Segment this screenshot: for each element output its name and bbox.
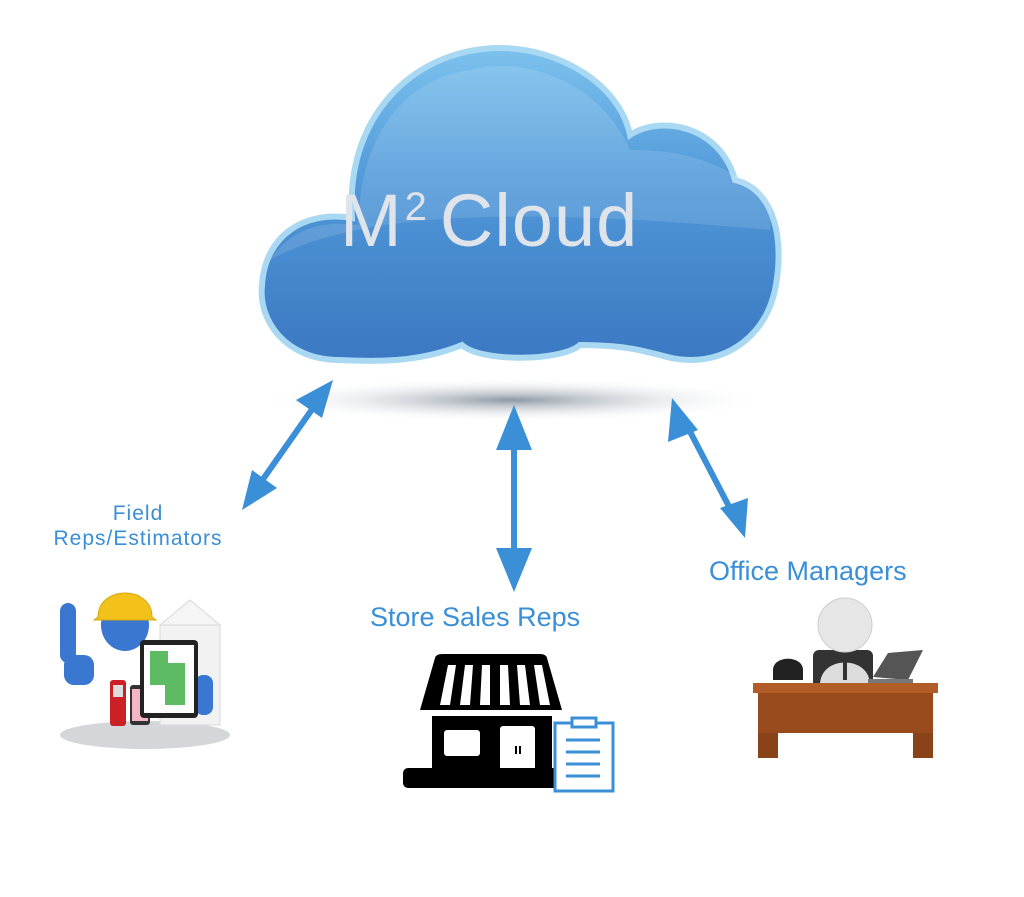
field-reps-label-line2: Reps/Estimators — [53, 527, 223, 550]
cloud-title-rest: Cloud — [439, 179, 639, 262]
cloud-shadow — [252, 378, 772, 422]
store-sales-reps-label: Store Sales Reps — [370, 602, 581, 632]
cloud-title-main: M — [340, 179, 403, 262]
cloud-body — [258, 44, 782, 364]
arrow-cloud-to-office — [668, 398, 748, 538]
office-managers-label: Office Managers — [709, 556, 907, 586]
cloud-title-superscript: 2 — [404, 185, 428, 229]
field-reps-label-line1: Field — [112, 502, 164, 525]
storefront-with-clipboard-icon — [403, 654, 615, 793]
field-reps-label: Field Reps/Estimators — [20, 501, 256, 551]
manager-at-desk-icon — [753, 597, 938, 758]
cloud-gloss — [270, 65, 772, 260]
arrow-cloud-to-field — [242, 380, 333, 510]
arrow-cloud-to-store — [496, 405, 532, 592]
field-worker-with-tablet-icon — [60, 592, 230, 749]
